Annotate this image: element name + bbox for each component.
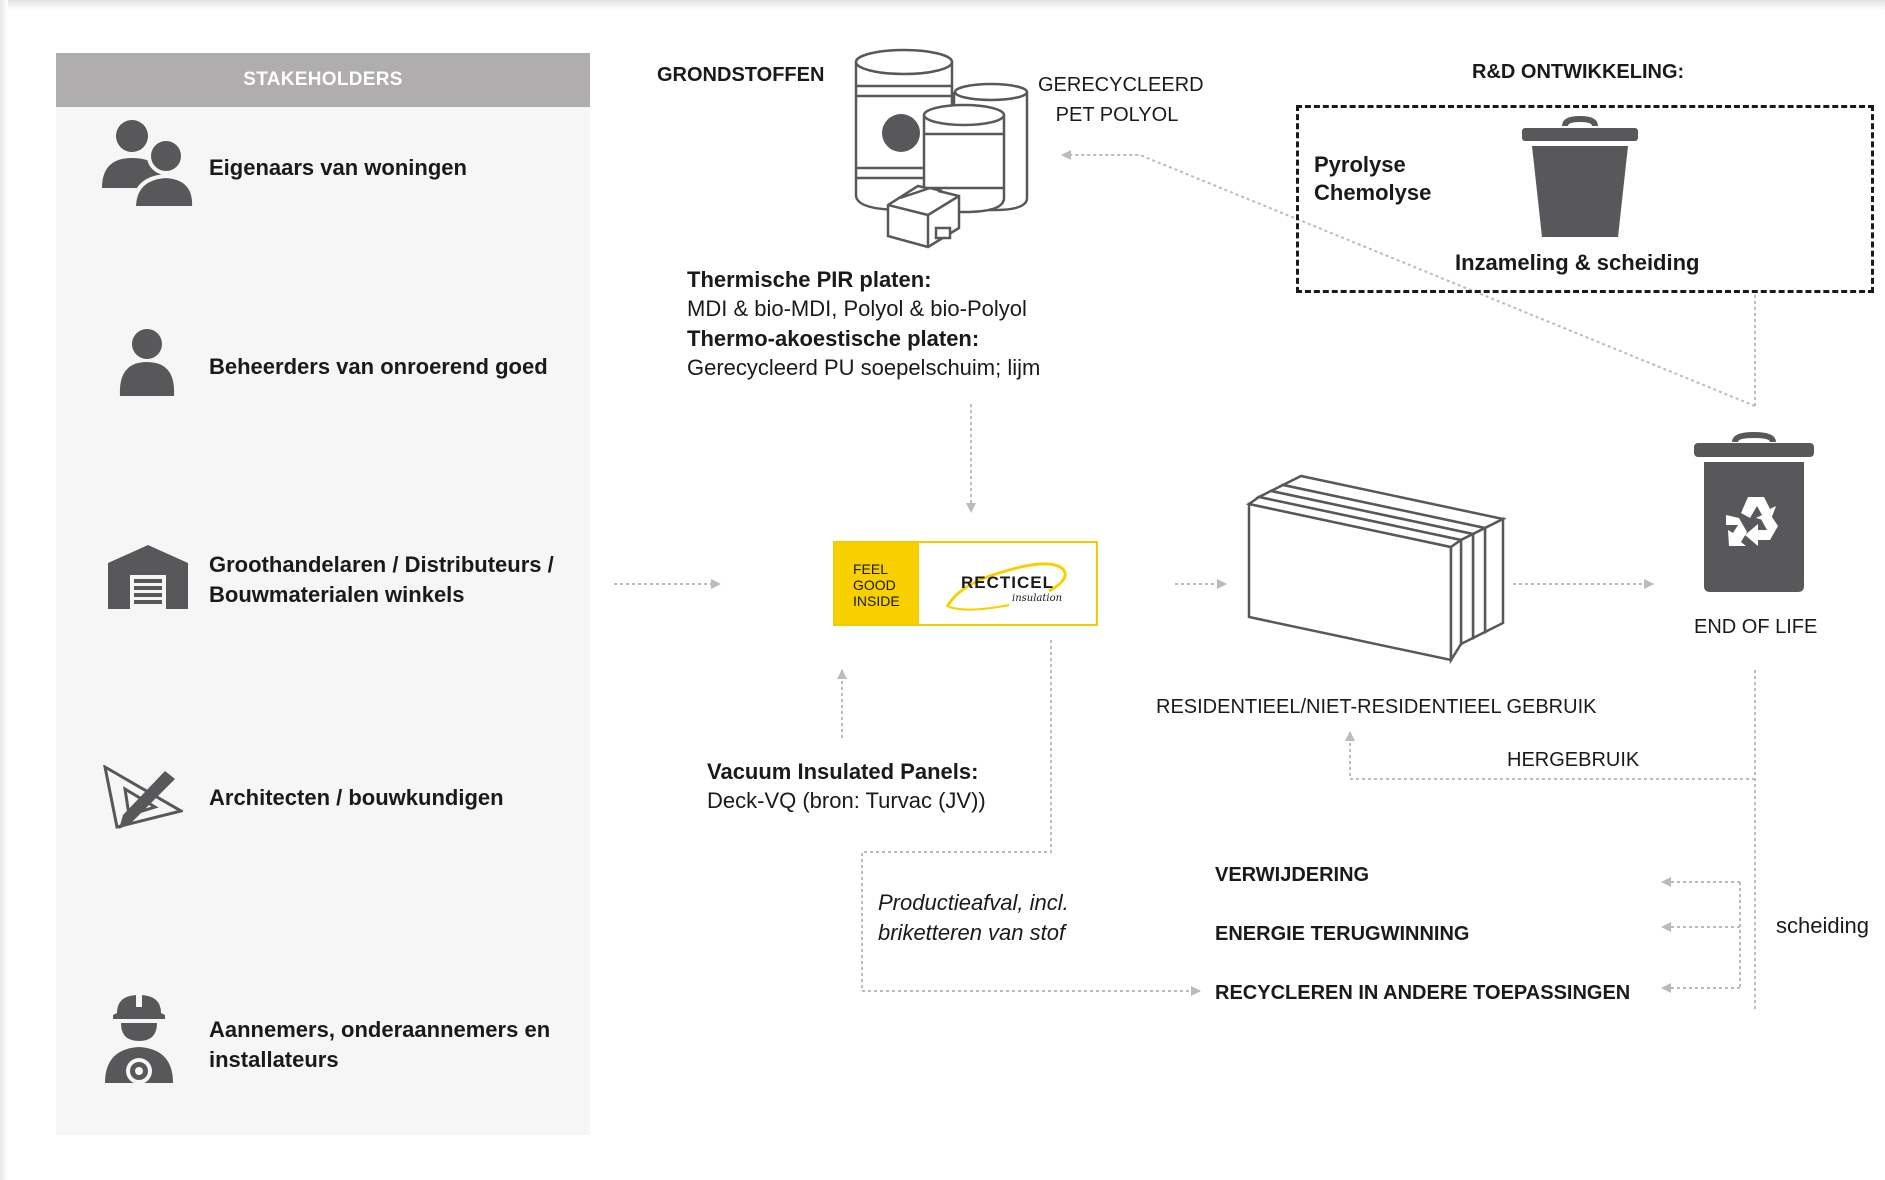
vip-text: Deck-VQ (bron: Turvac (JV)) [707, 788, 986, 813]
stakeholder-label-property-managers: Beheerders van onroerend goed [209, 354, 548, 379]
recycled-pet-polyol-line-2: PET POLYOL [1055, 104, 1179, 126]
pir-boards-title: Thermische PIR platen: [687, 267, 932, 292]
rd-method-pyrolyse: Pyrolyse [1314, 152, 1406, 177]
stakeholder-label-architects: Architecten / bouwkundigen [209, 785, 504, 810]
logo-swoosh [945, 562, 1067, 611]
rd-collection-label: Inzameling & scheiding [1455, 250, 1700, 275]
arrow-reuse [1345, 731, 1755, 780]
logo-brand-sub: insulation [1012, 593, 1063, 604]
rd-box [1296, 105, 1874, 293]
person-icon [119, 329, 175, 396]
acoustic-boards-title: Thermo-akoestische platen: [687, 326, 980, 351]
recticel-logo: FEEL GOOD INSIDE RECTICEL insulation [833, 541, 1098, 626]
logo-tagline: FEEL GOOD INSIDE [853, 561, 900, 609]
barrels-icon [854, 48, 1029, 249]
logo-yellow-block [835, 543, 919, 624]
rd-title: R&D ONTWIKKELING: [1472, 61, 1685, 83]
outcome-energy-recovery: ENERGIE TERUGWINNING [1215, 923, 1470, 945]
stakeholder-label-wholesalers: Groothandelaren / Distributeurs / Bouwma… [209, 552, 554, 607]
barrel-label-dot [882, 114, 920, 152]
logo-tagline-line-2: GOOD [853, 577, 896, 593]
acoustic-boards-text: Gerecycleerd PU soepelschuim; lijm [687, 355, 1041, 380]
separation-label: scheiding [1776, 913, 1869, 938]
people-icon [102, 120, 194, 208]
logo-tagline-line-1: FEEL [853, 561, 889, 577]
vip-title: Vacuum Insulated Panels: [707, 759, 979, 784]
recycle-bin-icon [1694, 432, 1814, 592]
reuse-label: HERGEBRUIK [1507, 749, 1640, 771]
production-waste-line-1: Productieafval, incl. [878, 890, 1069, 915]
rd-method-chemolyse: Chemolyse [1314, 180, 1432, 205]
production-waste-line-2: briketteren van stof [878, 920, 1066, 945]
outcome-recycling: RECYCLEREN IN ANDERE TOEPASSINGEN [1215, 982, 1631, 1004]
pir-boards-text: MDI & bio-MDI, Polyol & bio-Polyol [687, 296, 1027, 321]
insulation-boards-icon [1245, 474, 1507, 665]
warehouse-icon [108, 545, 188, 609]
logo-tagline-line-3: INSIDE [853, 593, 900, 609]
arrow-end-of-life-to-pet-polyol [1061, 150, 1756, 407]
use-label: RESIDENTIEEL/NIET-RESIDENTIEEL GEBRUIK [1156, 696, 1597, 718]
rd-bin-icon [1522, 116, 1638, 237]
outcome-removal: VERWIJDERING [1215, 864, 1370, 886]
recycled-pet-polyol-line-1: GERECYCLEERD [1038, 74, 1204, 96]
drafting-pencil-icon [103, 765, 183, 829]
stakeholder-label-contractors: Aannemers, onderaannemers en installateu… [209, 1017, 551, 1072]
logo-brand-name: RECTICEL [961, 573, 1054, 592]
left-edge-shadow [0, 0, 8, 1180]
end-of-life-label: END OF LIFE [1694, 616, 1818, 638]
stakeholder-label-homeowners: Eigenaars van woningen [209, 155, 467, 180]
worker-gear-icon [105, 995, 173, 1084]
raw-materials-title: GRONDSTOFFEN [657, 64, 825, 86]
stakeholders-header: STAKEHOLDERS [56, 53, 590, 107]
top-edge-shadow [0, 0, 1885, 10]
